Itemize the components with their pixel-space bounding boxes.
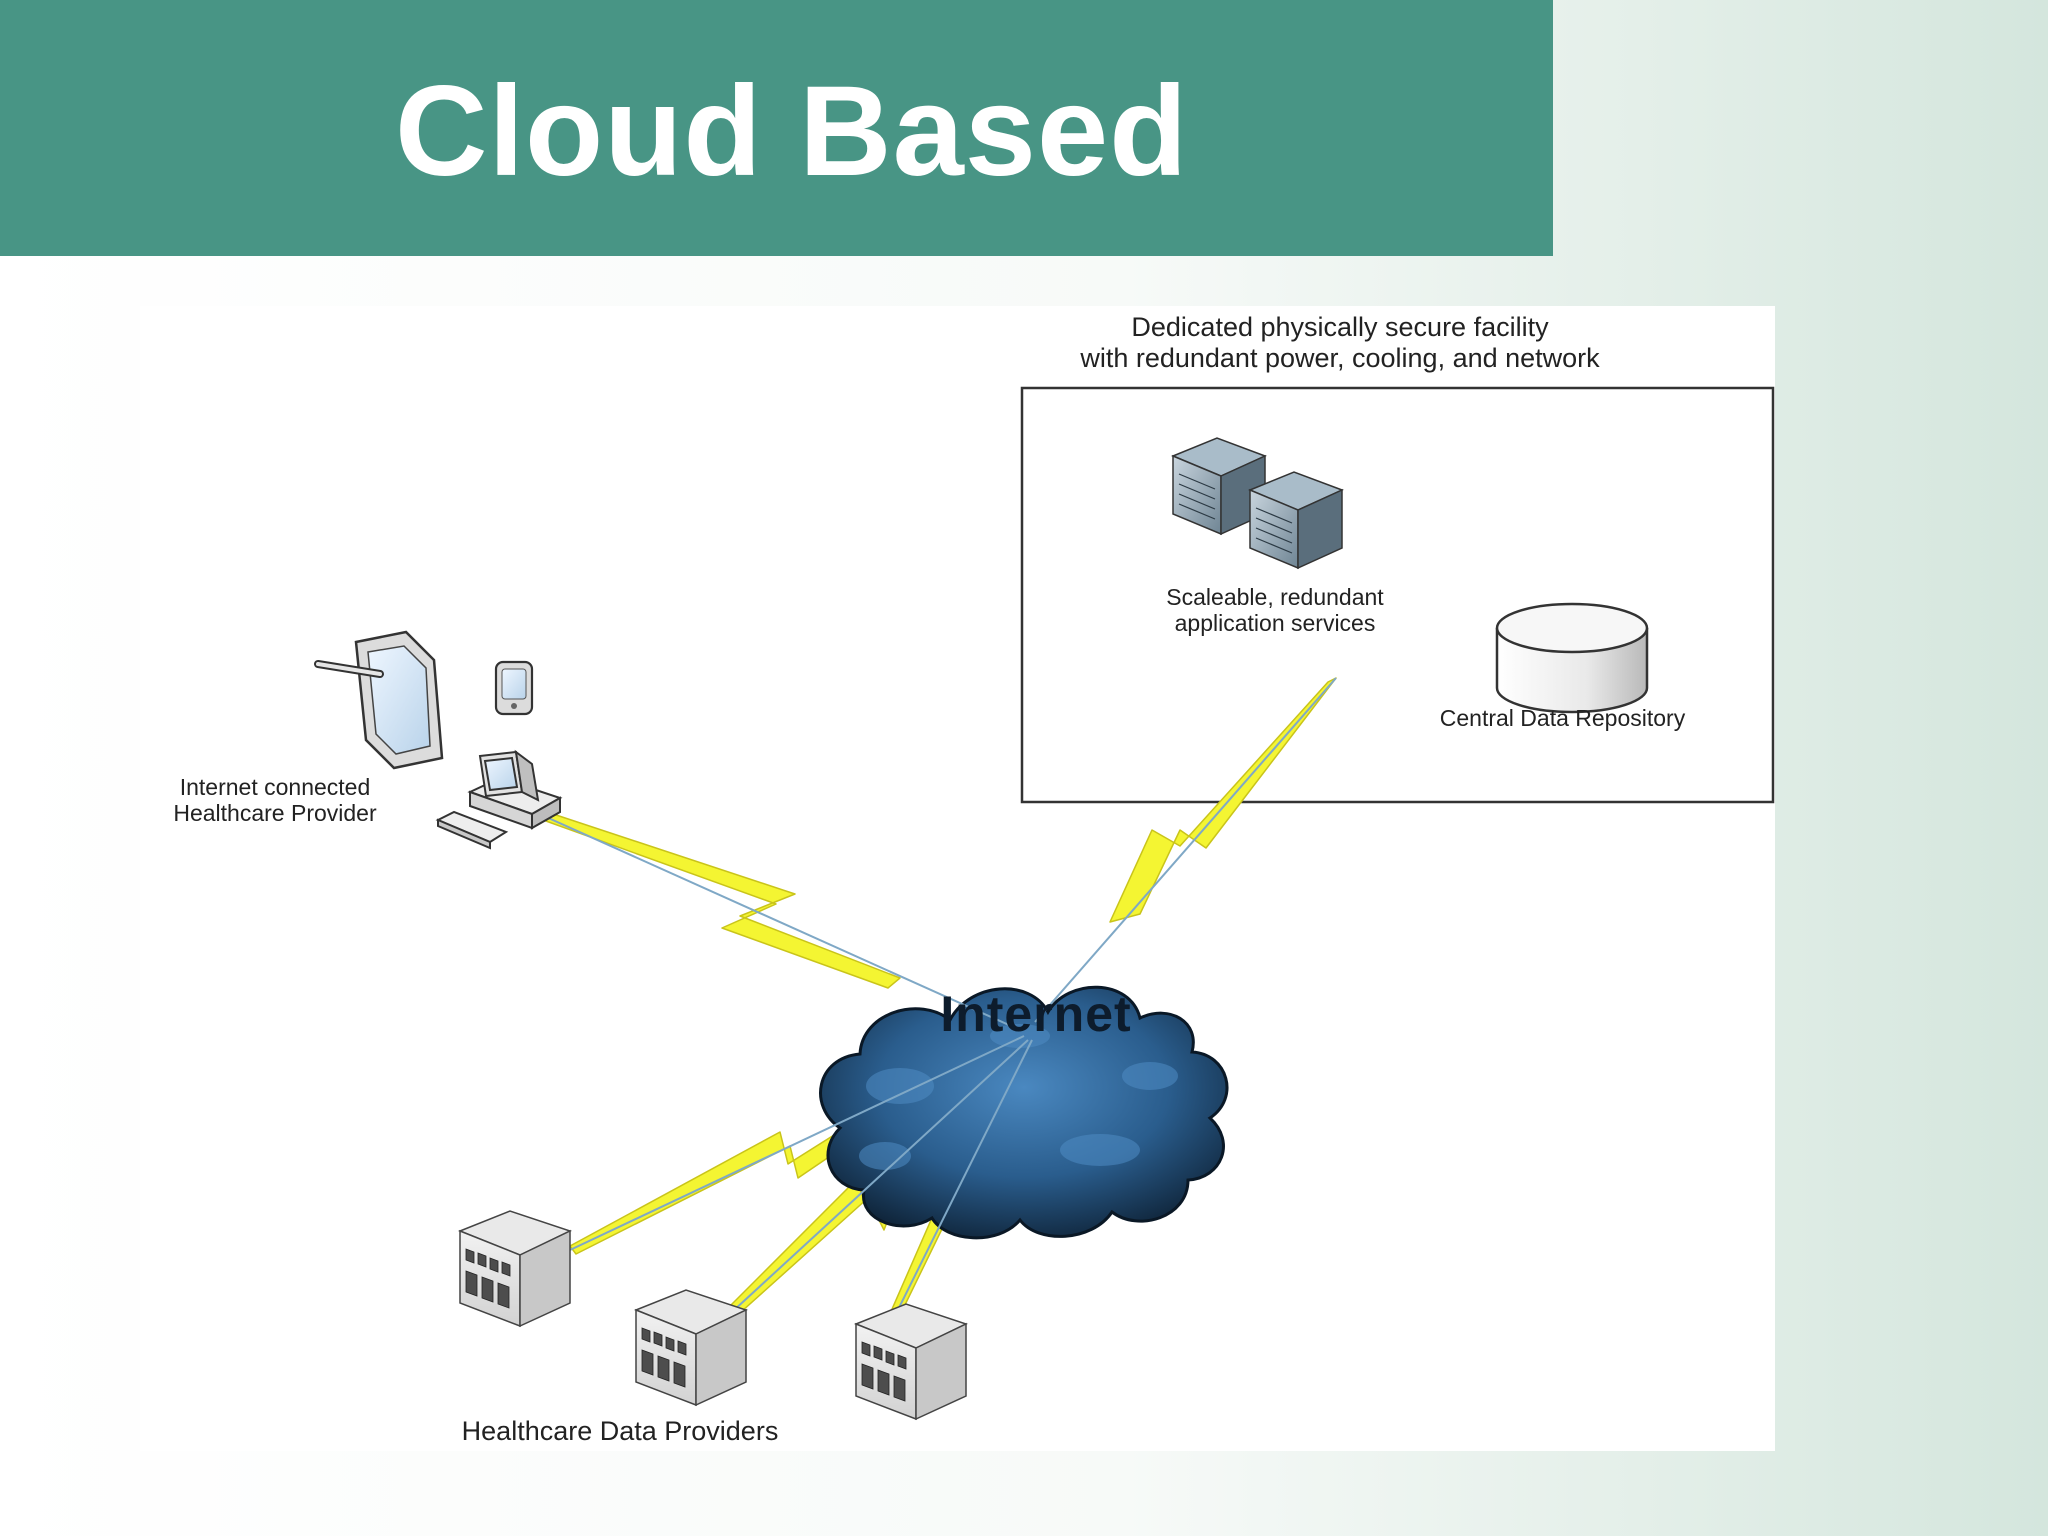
facility-caption-line1: Dedicated physically secure facility <box>1131 312 1549 342</box>
database-cylinder-icon <box>1495 602 1649 714</box>
building-icon <box>855 1303 967 1420</box>
provider-caption-line1: Internet connected <box>179 774 371 800</box>
title-bar: Cloud Based <box>0 0 1553 256</box>
facility-boundary-box <box>1020 386 1775 804</box>
desktop-computer-icon <box>467 749 563 830</box>
facility-caption-line2: with redundant power, cooling, and netwo… <box>1080 343 1600 373</box>
lightning-link-icon <box>531 807 901 989</box>
server-rack-icon <box>1171 437 1344 570</box>
tablet-icon <box>354 630 444 770</box>
diagram-panel: Dedicated physically secure facility wit… <box>140 306 1775 1451</box>
building-icon <box>459 1210 571 1327</box>
repository-caption: Central Data Repository <box>1439 705 1686 731</box>
app-services-caption: Scaleable, redundant application service… <box>1075 584 1475 636</box>
data-providers-caption: Healthcare Data Providers <box>461 1416 779 1446</box>
building-icon <box>635 1289 747 1406</box>
slide-title: Cloud Based <box>395 60 1189 203</box>
provider-caption: Internet connected Healthcare Provider <box>140 774 410 826</box>
connector-lines <box>534 677 1337 1351</box>
cloud-label: Internet <box>940 986 1132 1042</box>
lightning-link-icon <box>1109 677 1337 923</box>
stylus-icon <box>314 660 384 678</box>
smartphone-icon <box>494 660 534 716</box>
network-diagram <box>314 386 1775 1420</box>
facility-caption: Dedicated physically secure facility wit… <box>955 312 1725 374</box>
provider-caption-line2: Healthcare Provider <box>173 800 377 826</box>
cloud-icon <box>819 985 1229 1240</box>
keyboard-icon <box>435 810 509 850</box>
app-services-caption-line1: Scaleable, redundant <box>1166 584 1384 610</box>
app-services-caption-line2: application services <box>1174 610 1376 636</box>
